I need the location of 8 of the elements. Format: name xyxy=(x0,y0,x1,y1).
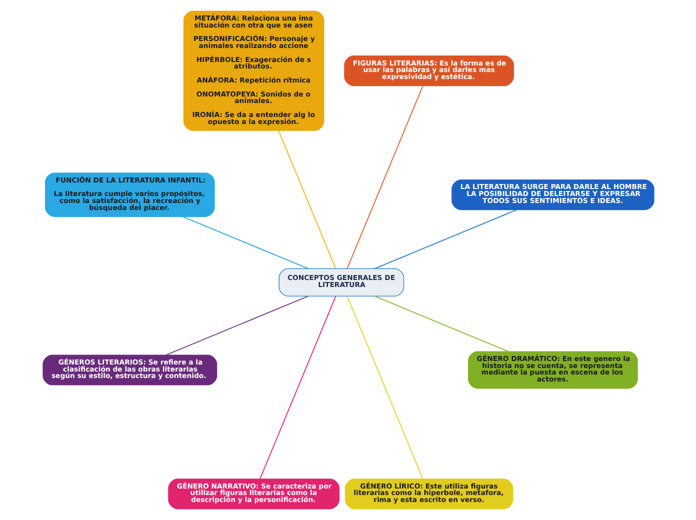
connector xyxy=(346,296,423,480)
connector xyxy=(165,296,308,356)
connector xyxy=(278,130,336,269)
connector xyxy=(259,296,336,480)
connector xyxy=(374,296,508,352)
connector xyxy=(374,209,517,270)
connector xyxy=(182,216,308,270)
connector xyxy=(346,85,423,269)
